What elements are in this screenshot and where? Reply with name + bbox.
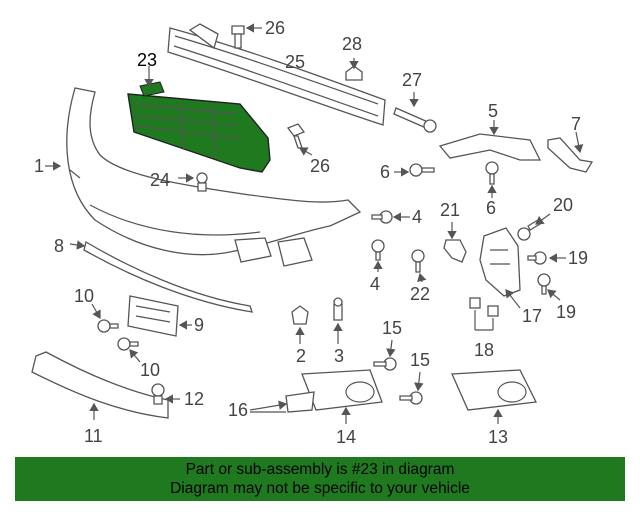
label-10-b: 10 [140, 360, 160, 380]
label-19: 19 [568, 248, 588, 268]
part-13-fog-bezel[interactable] [451, 369, 537, 411]
part-1-bumper-cover[interactable] [66, 87, 362, 267]
part-4-screw-2[interactable] [371, 239, 385, 261]
part-6-screw-2[interactable] [485, 161, 499, 185]
label-19-b: 19 [556, 302, 576, 322]
label-24: 24 [150, 170, 170, 190]
label-4-b: 4 [370, 274, 380, 294]
part-26-bolt-2[interactable] [286, 123, 306, 149]
label-13: 13 [488, 427, 508, 447]
part-25-bumper-beam[interactable] [167, 23, 386, 126]
highlight-banner: Part or sub-assembly is #23 in diagram D… [15, 457, 625, 501]
part-6-screw[interactable] [409, 163, 435, 177]
label-28: 28 [342, 34, 362, 54]
part-26-bolt[interactable] [231, 25, 245, 49]
part-19-screw-2[interactable] [537, 273, 551, 295]
label-6-b: 6 [486, 198, 496, 218]
label-2: 2 [296, 346, 306, 366]
part-10-clip[interactable] [97, 319, 119, 333]
label-12: 12 [184, 389, 204, 409]
banner-line-1: Part or sub-assembly is #23 in diagram [185, 461, 455, 478]
part-8-lower-molding[interactable] [83, 240, 253, 313]
part-11-lower-skirt[interactable] [31, 351, 169, 419]
label-6: 6 [380, 162, 390, 182]
label-8: 8 [54, 236, 64, 256]
label-26-b: 26 [310, 156, 330, 176]
part-17-bracket[interactable] [479, 227, 521, 297]
part-2-fastener[interactable] [291, 305, 309, 325]
part-19-screw[interactable] [527, 251, 547, 265]
label-16: 16 [228, 400, 248, 420]
part-23-active-grille-shutter[interactable] [127, 81, 271, 173]
banner-line-2: Diagram may not be specific to your vehi… [170, 480, 470, 497]
label-21: 21 [440, 200, 460, 220]
part-5-bracket[interactable] [438, 133, 542, 161]
label-3: 3 [334, 346, 344, 366]
part-4-screw[interactable] [371, 210, 393, 224]
label-22: 22 [410, 284, 430, 304]
label-20: 20 [553, 195, 573, 215]
part-28-nut[interactable] [345, 65, 363, 81]
part-15-screw[interactable] [373, 357, 397, 371]
part-9-license-bracket[interactable] [127, 295, 179, 337]
part-12-clip[interactable] [151, 383, 165, 405]
label-15: 15 [382, 318, 402, 338]
label-9: 9 [194, 315, 204, 335]
part-15-screw-2[interactable] [399, 391, 423, 405]
label-27: 27 [402, 70, 422, 90]
part-3-fastener[interactable] [333, 297, 343, 321]
label-25: 25 [285, 52, 305, 72]
label-5: 5 [488, 101, 498, 121]
label-26: 26 [265, 18, 285, 38]
part-21-clip[interactable] [443, 239, 467, 263]
part-7-bracket[interactable] [547, 137, 594, 173]
label-23: 23 [137, 50, 157, 70]
label-7: 7 [571, 114, 581, 134]
label-4: 4 [412, 207, 422, 227]
part-16-trim[interactable] [285, 391, 315, 413]
part-27-bolt[interactable] [393, 107, 437, 133]
parts-diagram: 23 26 28 25 27 5 7 1 26 24 6 6 4 4 21 20… [31, 18, 594, 447]
part-24-clip[interactable] [196, 172, 208, 192]
label-17: 17 [522, 306, 542, 326]
label-15-b: 15 [410, 350, 430, 370]
label-18: 18 [474, 340, 494, 360]
part-18-clips[interactable] [469, 297, 499, 317]
part-14-fog-bezel[interactable] [301, 369, 383, 411]
label-14: 14 [336, 427, 356, 447]
label-11: 11 [84, 426, 103, 446]
label-10: 10 [74, 286, 94, 306]
label-1: 1 [34, 156, 44, 176]
part-10-clip-2[interactable] [117, 337, 139, 351]
part-22-bolt[interactable] [411, 249, 425, 273]
